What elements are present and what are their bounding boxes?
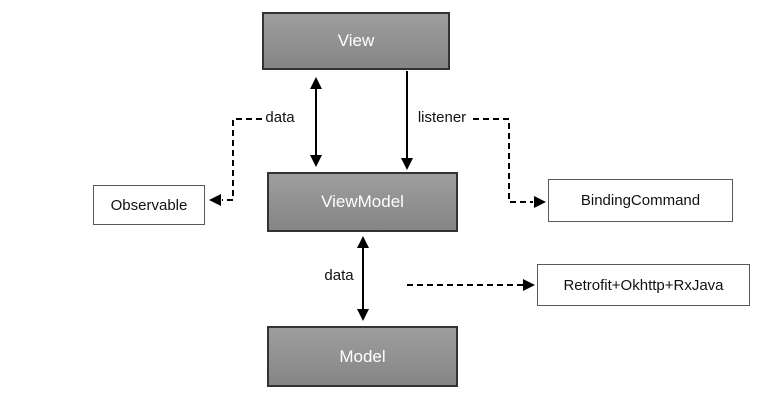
node-model: Model bbox=[267, 326, 458, 387]
edge-label-data-bottom: data bbox=[324, 267, 354, 284]
edge-view-viewmodel-data-arrow-up bbox=[310, 77, 322, 89]
edge-view-viewmodel-listener-arrow bbox=[401, 158, 413, 170]
node-viewmodel: ViewModel bbox=[267, 172, 458, 232]
node-retrofit-label: Retrofit+Okhttp+RxJava bbox=[563, 276, 724, 294]
node-view: View bbox=[262, 12, 450, 70]
edge-listener-bindingcommand-dashed bbox=[473, 118, 533, 203]
node-bindingcommand-label: BindingCommand bbox=[580, 192, 701, 209]
node-view-label: View bbox=[337, 31, 375, 50]
node-observable-label: Observable bbox=[110, 196, 188, 214]
edge-viewmodel-model-data-arrow-up bbox=[357, 236, 369, 248]
edge-label-listener: listener bbox=[417, 109, 467, 126]
edge-data-observable-arrow bbox=[209, 194, 221, 206]
edge-label-data-top: data bbox=[265, 109, 295, 126]
node-retrofit: Retrofit+Okhttp+RxJava bbox=[537, 264, 750, 306]
edge-view-viewmodel-data-arrow-down bbox=[310, 155, 322, 167]
edge-viewmodel-model-data-arrow-down bbox=[357, 309, 369, 321]
edge-data-observable-dashed bbox=[222, 118, 262, 201]
node-bindingcommand: BindingCommand bbox=[548, 179, 733, 222]
edge-model-retrofit-arrow bbox=[523, 279, 535, 291]
node-model-label: Model bbox=[339, 346, 386, 366]
edge-listener-bindingcommand-arrow bbox=[534, 196, 546, 208]
node-viewmodel-label: ViewModel bbox=[321, 192, 404, 211]
node-observable: Observable bbox=[93, 185, 205, 225]
